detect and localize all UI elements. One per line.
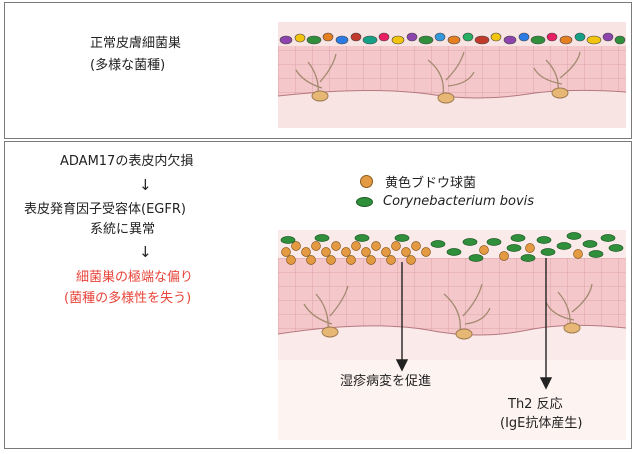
egfr-text: 表皮発育因子受容体(EGFR) — [24, 202, 186, 217]
extreme-flora-bias-text: 細菌巣の極端な偏り — [76, 270, 194, 285]
normal-flora-subtitle: (多様な菌種) — [90, 58, 166, 73]
egfr-abnormal-text: 系統に異常 — [90, 222, 156, 237]
normal-skin-illustration — [278, 22, 626, 128]
staph-legend-label: 黄色ブドウ球菌 — [385, 176, 477, 191]
legend-coryne: Corynebacterium bovis — [356, 194, 534, 209]
down-arrow-icon: ↓ — [139, 243, 152, 261]
coryne-legend-label: Corynebacterium bovis — [383, 194, 535, 209]
down-arrow-icon: ↓ — [139, 176, 152, 194]
dysbiotic-skin-illustration — [278, 230, 626, 440]
staph-legend-icon — [360, 175, 373, 188]
adam17-deficiency-text: ADAM17の表皮内欠損 — [60, 154, 194, 169]
eczema-promotion-text: 湿疹病変を促進 — [340, 374, 432, 389]
th2-response-text: Th2 反応 — [508, 397, 563, 412]
normal-flora-title: 正常皮膚細菌巣 — [90, 36, 182, 51]
coryne-legend-icon — [356, 196, 373, 207]
diversity-loss-text: (菌種の多様性を失う) — [64, 291, 192, 306]
ige-production-text: (IgE抗体産生) — [500, 416, 583, 431]
legend-staph: 黄色ブドウ球菌 — [360, 172, 476, 191]
